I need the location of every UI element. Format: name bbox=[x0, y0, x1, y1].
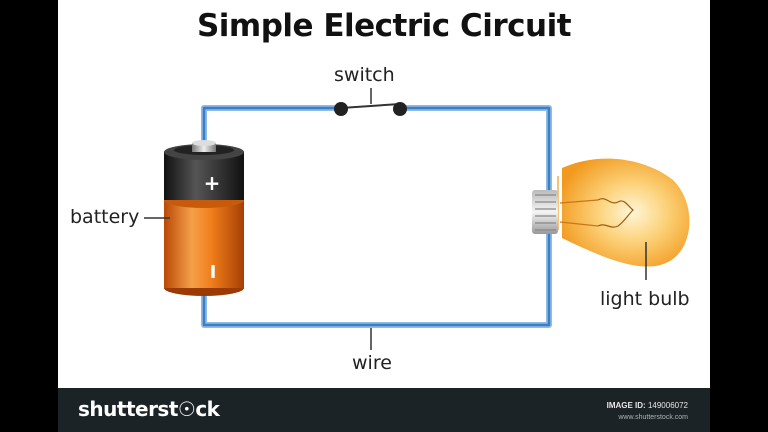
image-id-label: IMAGE ID: bbox=[606, 401, 646, 410]
battery-label: battery bbox=[70, 206, 140, 228]
wire-label: wire bbox=[352, 352, 392, 374]
circuit-diagram: + I bbox=[144, 88, 690, 350]
switch-terminal-right bbox=[393, 102, 407, 116]
light-bulb-icon bbox=[532, 158, 690, 267]
page-title: Simple Electric Circuit bbox=[196, 8, 572, 44]
battery-plus-label: + bbox=[204, 171, 221, 195]
switch-label: switch bbox=[334, 64, 395, 86]
switch-lever bbox=[340, 103, 401, 109]
footer-bar: shutterst☉ck IMAGE ID: 149006072 www.shu… bbox=[58, 388, 710, 432]
diagram-canvas: + I Simple Electric Circuit switch batte… bbox=[58, 0, 710, 432]
switch-terminal-left bbox=[334, 102, 348, 116]
brand-logo: shutterst☉ck bbox=[78, 397, 220, 421]
image-id-value: 149006072 bbox=[647, 401, 688, 410]
battery-icon: + I bbox=[164, 140, 244, 296]
light-bulb-label: light bulb bbox=[600, 288, 690, 310]
battery-minus-label: I bbox=[210, 262, 217, 283]
image-id-block: IMAGE ID: 149006072 www.shutterstock.com bbox=[607, 400, 688, 423]
wire-loop bbox=[201, 105, 552, 328]
site-url: www.shutterstock.com bbox=[618, 414, 688, 421]
